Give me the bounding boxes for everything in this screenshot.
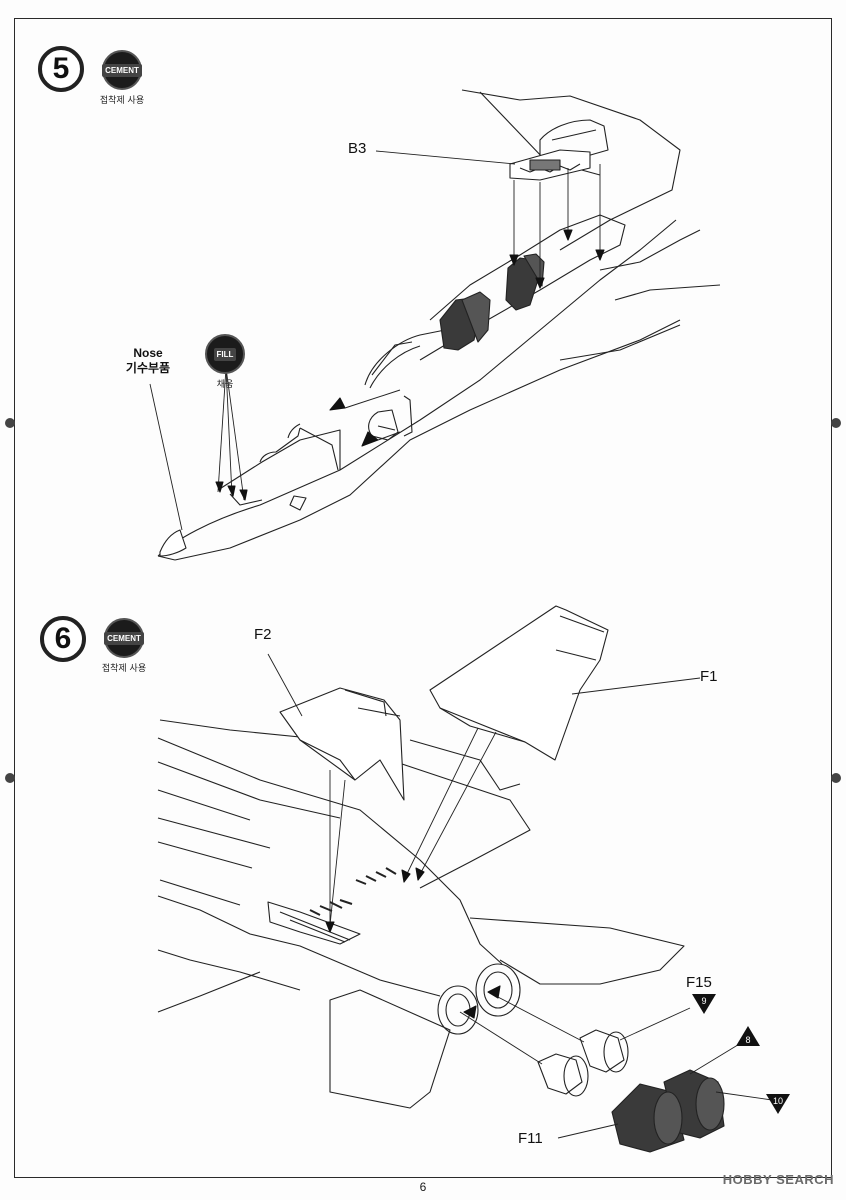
binding-hole xyxy=(5,418,15,428)
cement-indicator: CEMENT 접착제 사용 xyxy=(87,50,157,106)
nose-label-kr: 기수부품 xyxy=(125,361,171,375)
color-ref-triangle-icon: 10 xyxy=(766,1094,790,1114)
page-number: 6 xyxy=(419,1180,427,1194)
color-ref-triangle-icon: 9 xyxy=(692,994,716,1014)
step-number-badge: 6 xyxy=(40,616,86,662)
callout-f2: F2 xyxy=(254,626,272,643)
callout-f15: F15 xyxy=(686,974,712,991)
callout-f11: F11 xyxy=(518,1130,543,1147)
callout-f1: F1 xyxy=(700,668,718,685)
nose-label-en: Nose xyxy=(133,346,163,360)
forward-fuselage-drawing xyxy=(157,89,721,561)
color-ref-number: 9 xyxy=(701,996,706,1006)
rear-fuselage-drawing xyxy=(157,605,725,1153)
fill-caption: 채움 xyxy=(216,380,234,390)
page-border xyxy=(14,18,832,1178)
color-ref-number: 10 xyxy=(773,1096,783,1106)
fill-icon: FILL xyxy=(205,334,245,374)
step-number-badge: 5 xyxy=(38,46,84,92)
color-ref-number: 8 xyxy=(745,1035,750,1045)
cement-icon: CEMENT xyxy=(102,50,142,90)
color-ref-triangle-icon: 8 xyxy=(736,1026,760,1046)
binding-hole xyxy=(831,418,841,428)
cement-caption: 접착제 사용 xyxy=(101,664,147,674)
watermark: HOBBY SEARCH xyxy=(722,1172,834,1187)
binding-hole xyxy=(831,773,841,783)
callout-b3: B3 xyxy=(348,140,367,157)
cement-icon: CEMENT xyxy=(104,618,144,658)
cement-caption: 접착제 사용 xyxy=(99,96,145,106)
fill-indicator: FILL 채움 xyxy=(190,334,260,390)
binding-hole xyxy=(5,773,15,783)
cement-indicator: CEMENT 접착제 사용 xyxy=(89,618,159,674)
callout-nose: Nose 기수부품 xyxy=(118,346,178,376)
